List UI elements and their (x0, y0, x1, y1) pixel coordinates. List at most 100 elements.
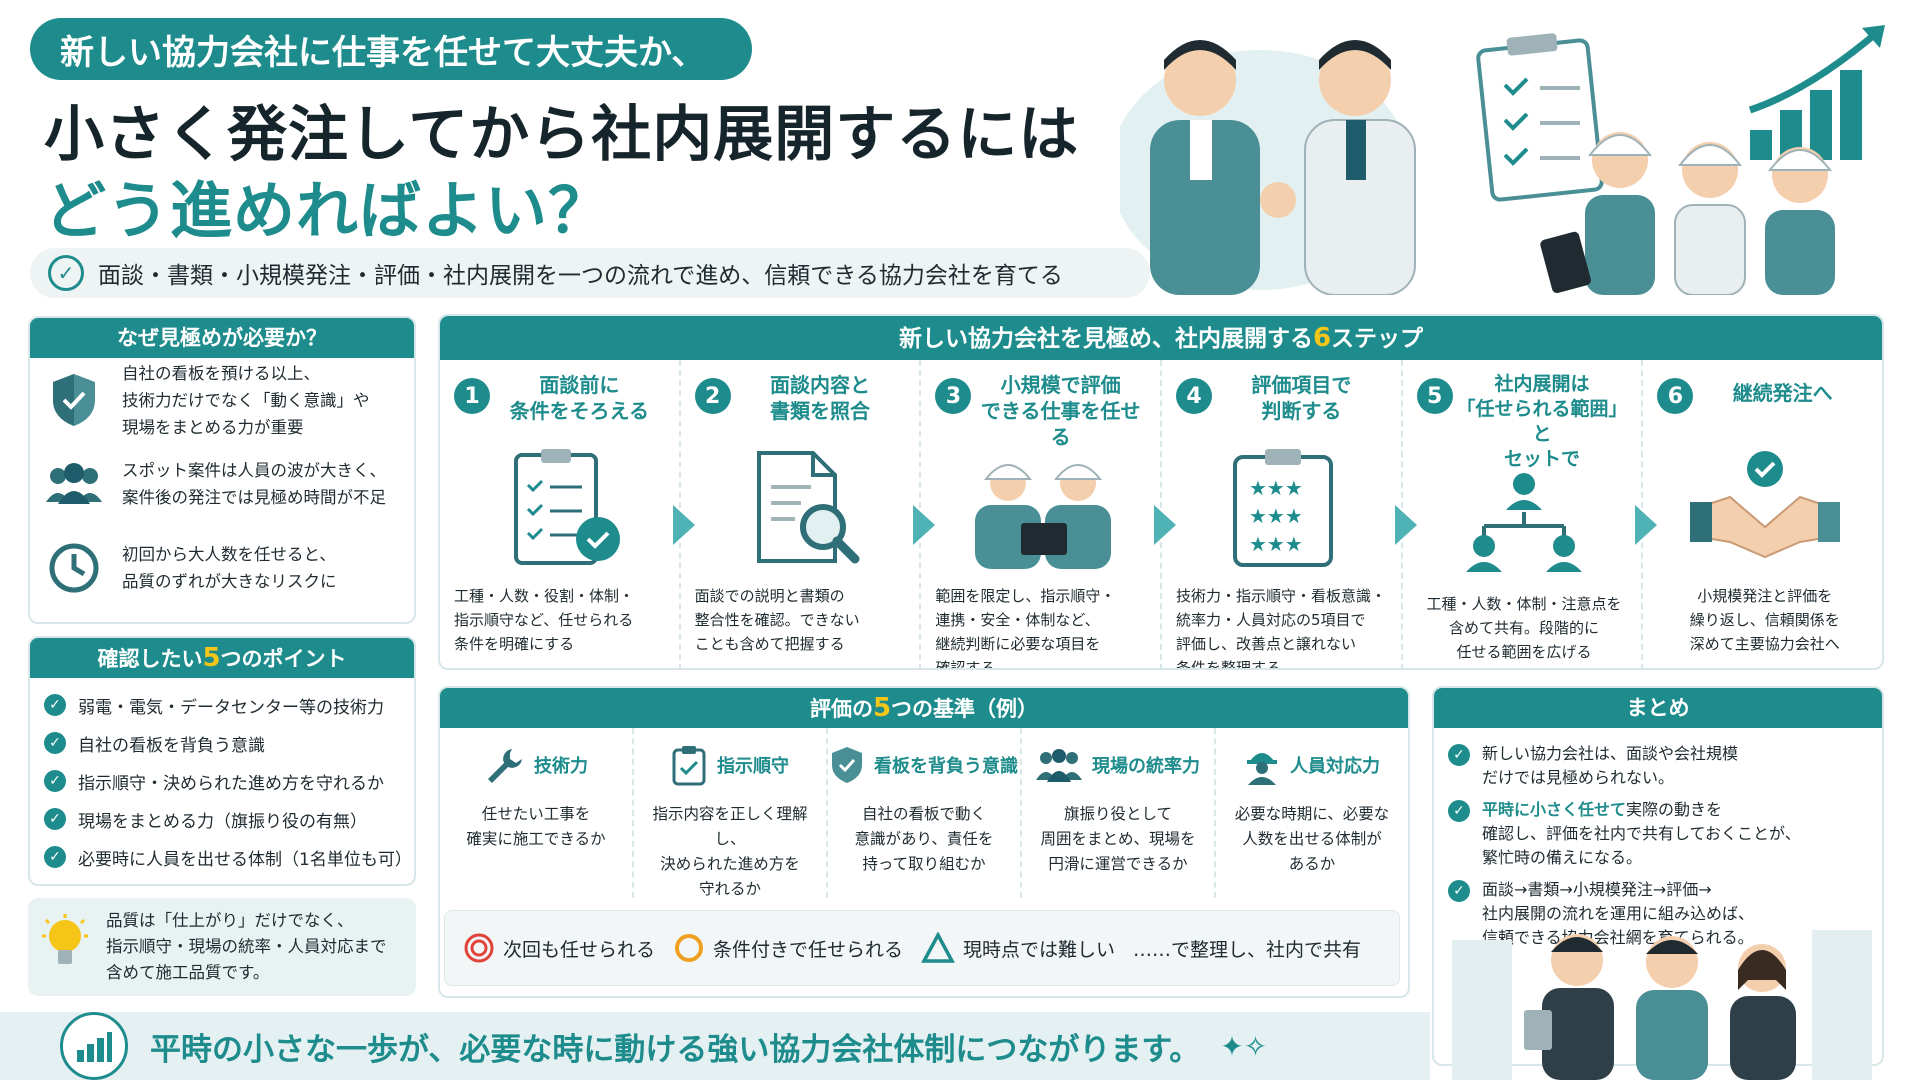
points-heading-num: 5 (202, 643, 221, 673)
step-desc: 小規模発注と評価を 繰り返し、信頼関係を 深めて主要協力会社へ (1689, 587, 1840, 653)
point-item: ✓指示順守・決められた進め方を守れるか (30, 762, 414, 800)
check-icon: ✓ (44, 770, 66, 792)
why-panel: なぜ見極めが必要か？ 自社の看板を預ける以上、 技術力だけでなく「動く意識」や … (28, 316, 416, 624)
step-desc: 範囲を限定し、指示順守・ 連携・安全・体制など、 継続判断に必要な項目を 確認す… (935, 587, 1116, 670)
point-text: 必要時に人員を出せる体制（1名単位も可） (78, 849, 412, 870)
legend-bar: 次回も任せられる 条件付きで任せられる 現時点では難しい ……で整理し、社内で共… (444, 910, 1400, 986)
criterion-name: 看板を背負う意識 (874, 756, 1018, 777)
step-desc: 面談での説明と書類の 整合性を確認。できない ことも含めて把握する (694, 587, 860, 653)
point-item: ✓弱電・電気・データセンター等の技術力 (30, 686, 414, 724)
legend-triangle: 現時点では難しい (921, 932, 1115, 964)
criteria-heading: 評価の5つの基準（例） (440, 688, 1408, 728)
wrench-icon (488, 749, 522, 783)
svg-text:★★★: ★★★ (1249, 476, 1303, 500)
handshake-icon (1260, 182, 1296, 218)
criteria-heading-pre: 評価の (809, 697, 873, 721)
step-title: 評価項目で 判断する (1251, 373, 1352, 423)
step-5: 5 社内展開は 「任せられる範囲」と セットで 工種・人数・体制・注意点を 含め… (1403, 360, 1658, 668)
step-arrow-icon (1394, 505, 1417, 545)
lightbulb-icon (42, 914, 88, 980)
subtitle-text: 新しい協力会社に仕事を任せて大丈夫か、 (60, 32, 706, 73)
criterion-name: 人員対応力 (1290, 756, 1380, 777)
criterion-desc: 旗振り役として 周囲をまとめ、現場を 円滑に運営できるか (1040, 805, 1196, 873)
legend-double-circle: 次回も任せられる (463, 932, 655, 964)
tagline-pill: ✓ 面談・書類・小規模発注・評価・社内展開を一つの流れで進め、信頼できる協力会社… (30, 248, 1150, 298)
double-circle-icon (464, 933, 494, 963)
criteria-heading-post: つの基準（例） (891, 697, 1039, 721)
criterion-name: 現場の統率力 (1092, 756, 1200, 777)
step-number: 4 (1176, 378, 1213, 414)
summary-item: ✓ 平時に小さく任せて実際の動きを 確認し、評価を社内で共有しておくことが、 繁… (1434, 790, 1882, 870)
point-text: 自社の看板を背負う意識 (78, 735, 265, 756)
org-chart-icon (1466, 473, 1583, 572)
banner-text: 平時の小さな一歩が、必要な時に動ける強い協力会社体制につながります。 (150, 1031, 1201, 1068)
step-3: 3 小規模で評価 できる仕事を任せる 範囲を限定し、指示順守・ 連携・安全・体制… (921, 360, 1177, 670)
summary-text: 新しい協力会社は、面談や会社規模 だけでは見極められない。 (1482, 744, 1739, 787)
step-number: 5 (1416, 378, 1453, 414)
steps-heading-pre: 新しい協力会社を見極め、社内展開する (898, 326, 1313, 352)
legend-double-circle-label: 次回も任せられる (503, 938, 656, 961)
group-people-icon (42, 454, 106, 514)
step-number: 1 (454, 378, 490, 414)
criterion-tech: 技術力 任せたい工事を 確実に施工できるか (440, 728, 634, 898)
criterion-desc: 自社の看板で動く 意識があり、責任を 持って取り組むか (854, 805, 994, 873)
hero-illustration (1120, 25, 1885, 295)
circle-icon (675, 934, 704, 962)
why-heading: なぜ見極めが必要か？ (30, 318, 414, 358)
quality-note: 品質は「仕上がり」だけでなく、 指示順守・現場の統率・人員対応まで 含めて施工品… (28, 898, 416, 996)
point-item: ✓ 自社の看板を背負う意識 (30, 724, 414, 762)
why-item-text: 初回から大人数を任せると、 品質のずれが大きなリスクに (122, 545, 337, 591)
summary-item: ✓ 新しい協力会社は、面談や会社規模 だけでは見極められない。 (1434, 734, 1882, 790)
legend-tail-text: ……で整理し、社内で共有 (1133, 938, 1362, 961)
svg-text:★★★: ★★★ (1249, 532, 1303, 556)
step-desc: 工種・人数・体制・注意点を 含めて共有。段階的に 任せる範囲を広げる (1426, 595, 1622, 661)
legend-circle: 条件付きで任せられる (673, 932, 903, 964)
legend-triangle-label: 現時点では難しい (963, 938, 1116, 961)
criterion-desc: 任せたい工事を 確実に施工できるか (466, 805, 606, 848)
step-title: 小規模で評価 できる仕事を任せる (980, 373, 1141, 449)
summary-text: 平時に小さく任せて実際の動きを 確認し、評価を社内で共有しておくことが、 繁忙時… (1482, 798, 1801, 870)
check-icon: ✓ (1448, 880, 1470, 902)
step-number: 6 (1657, 378, 1694, 414)
steps-heading: 新しい協力会社を見極め、社内展開する6ステップ (440, 316, 1882, 360)
why-item-text: スポット案件は人員の波が大きく、 案件後の発注では見極め時間が不足 (122, 461, 386, 507)
step-desc: 技術力・指示順守・看板意識・ 統率力・人員対応の5項目で 評価し、改善点と譲れな… (1176, 587, 1387, 670)
shield-check-icon (42, 370, 106, 430)
check-icon: ✓ (44, 732, 66, 754)
quality-note-text: 品質は「仕上がり」だけでなく、 指示順守・現場の統率・人員対応まで 含めて施工品… (106, 911, 387, 982)
criteria-heading-num: 5 (872, 693, 892, 723)
summary-item: ✓ 面談→書類→小規模発注→評価→ 社内展開の流れを運用に組み込めば、 信頼でき… (1434, 870, 1882, 950)
criterion-brand: 看板を背負う意識 自社の看板で動く 意識があり、責任を 持って取り組むか (828, 728, 1022, 898)
step-title: 継続発注へ (1732, 381, 1833, 405)
worker-helmet-icon (1247, 753, 1277, 785)
why-item: 自社の看板を預ける以上、 技術力だけでなく「動く意識」や 現場をまとめる力が重要 (30, 358, 414, 442)
summary-heading: まとめ (1434, 688, 1882, 728)
team-illustration (1452, 930, 1872, 1080)
why-item-text: 自社の看板を預ける以上、 技術力だけでなく「動く意識」や 現場をまとめる力が重要 (122, 363, 370, 437)
sparkle-icon: ✦✧ (1220, 1029, 1268, 1063)
triangle-icon (921, 932, 955, 963)
step-arrow-icon (1154, 505, 1177, 545)
businessman-left-icon (1150, 40, 1260, 295)
criterion-compliance: 指示順守 指示内容を正しく理解し、 決められた進め方を 守れるか (634, 728, 828, 898)
step-6: 6 継続発注へ 小規模発注と評価を 繰り返し、信頼関係を 深めて主要協力会社へ (1643, 360, 1882, 668)
point-item: ✓現場をまとめる力（旗振り役の有無） (30, 800, 414, 838)
bar-chart-icon (60, 1012, 128, 1080)
criterion-name: 技術力 (534, 756, 588, 777)
clipboard-check-icon (1476, 33, 1604, 202)
criterion-desc: 必要な時期に、必要な 人数を出せる体制が あるか (1234, 805, 1390, 873)
points-heading: 確認したい5つのポイント (30, 638, 414, 678)
step-arrow-icon (672, 505, 695, 545)
legend-circle-label: 条件付きで任せられる (713, 938, 904, 961)
step-1: 1 面談前に 条件をそろえる 工種・人数・役割・体制・ 指示順守など、任せられる… (440, 360, 695, 668)
workers-icon (974, 464, 1111, 569)
worker-man-icon (1636, 936, 1708, 1080)
businessman-right-icon (1304, 40, 1416, 295)
svg-text:★★★: ★★★ (1249, 504, 1303, 528)
bottom-banner: 平時の小さな一歩が、必要な時に動ける強い協力会社体制につながります。 ✦✧ (0, 1012, 1430, 1080)
why-item: 初回から大人数を任せると、 品質のずれが大きなリスクに (30, 526, 414, 610)
businessman-icon (1524, 934, 1614, 1080)
check-circle-icon: ✓ (48, 255, 84, 291)
checklist-icon (514, 449, 621, 565)
step-title: 社内展開は 「任せられる範囲」と セットで (1456, 373, 1628, 470)
